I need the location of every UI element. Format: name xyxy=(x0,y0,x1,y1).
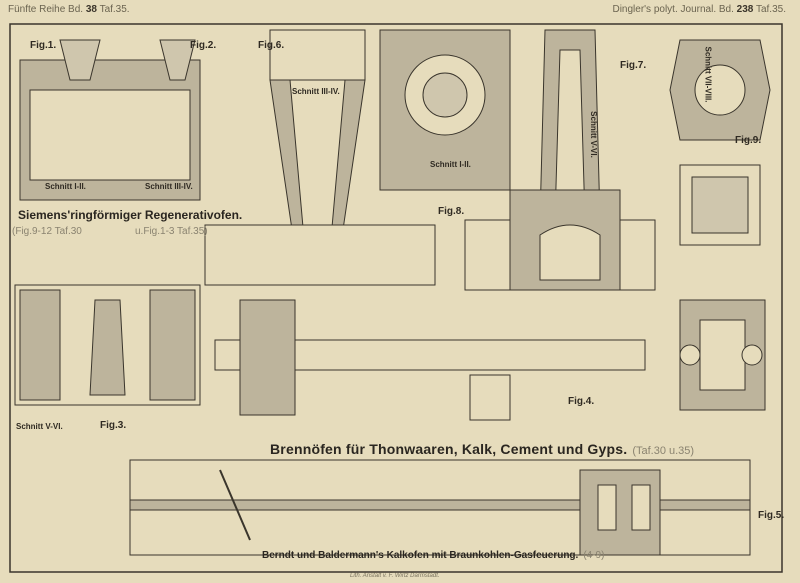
fig1-2-drawing xyxy=(19,39,201,201)
main-title: Brennöfen für Thonwaaren, Kalk, Cement u… xyxy=(270,441,628,457)
main-title-row: Brennöfen für Thonwaaren, Kalk, Cement u… xyxy=(270,441,694,457)
section-label: Schnitt V-VI. xyxy=(16,422,63,431)
siemens-ref-2: u.Fig.1-3 Taf.35) xyxy=(135,226,208,237)
section-label: Schnitt I-II. xyxy=(45,182,86,191)
fig2-label: Fig.2. xyxy=(190,40,217,51)
fig6-drawing xyxy=(204,29,436,286)
section-label: Schnitt III-IV. xyxy=(292,87,340,96)
fig7-drawing xyxy=(464,29,656,291)
fig4-drawing xyxy=(214,299,766,421)
fig5-label: Fig.5. xyxy=(758,510,785,521)
imprint: Lith. Anstalt v. F. Wirtz Darmstadt. xyxy=(350,573,440,579)
kalkofen-drawing xyxy=(129,459,751,556)
header-left: Fünfte Reihe Bd. 38 Taf.35. xyxy=(8,4,130,15)
fig9-label: Fig.9. xyxy=(735,135,762,146)
fig1-label: Fig.1. xyxy=(30,40,57,51)
main-title-ref: (Taf.30 u.35) xyxy=(632,445,695,457)
fig9-drawing xyxy=(669,39,771,246)
section-label: Schnitt VII-VIII. xyxy=(703,46,713,103)
fig4-label: Fig.4. xyxy=(568,396,595,407)
fig8-drawing xyxy=(379,29,511,191)
fig6-label: Fig.6. xyxy=(258,40,285,51)
section-label: Schnitt V-VI. xyxy=(588,111,598,158)
fig3-label: Fig.3. xyxy=(100,420,127,431)
berndt-ref: (4-9) xyxy=(583,550,605,561)
section-label: Schnitt III-IV. xyxy=(145,182,193,191)
berndt-caption-row: Berndt und Baldermann's Kalkofen mit Bra… xyxy=(262,550,604,561)
fig7-label: Fig.7. xyxy=(620,60,647,71)
section-label: Schnitt I-II. xyxy=(430,160,471,169)
siemens-ref-1: (Fig.9-12 Taf.30 xyxy=(12,226,82,237)
header-right: Dingler's polyt. Journal. Bd. 238 Taf.35… xyxy=(612,4,786,15)
berndt-caption: Berndt und Baldermann's Kalkofen mit Bra… xyxy=(262,550,579,561)
siemens-caption: Siemens'ringförmiger Regenerativofen. xyxy=(18,208,243,222)
plate-border xyxy=(9,23,783,573)
fig8-label: Fig.8. xyxy=(438,206,465,217)
fig3-drawing xyxy=(14,284,201,406)
